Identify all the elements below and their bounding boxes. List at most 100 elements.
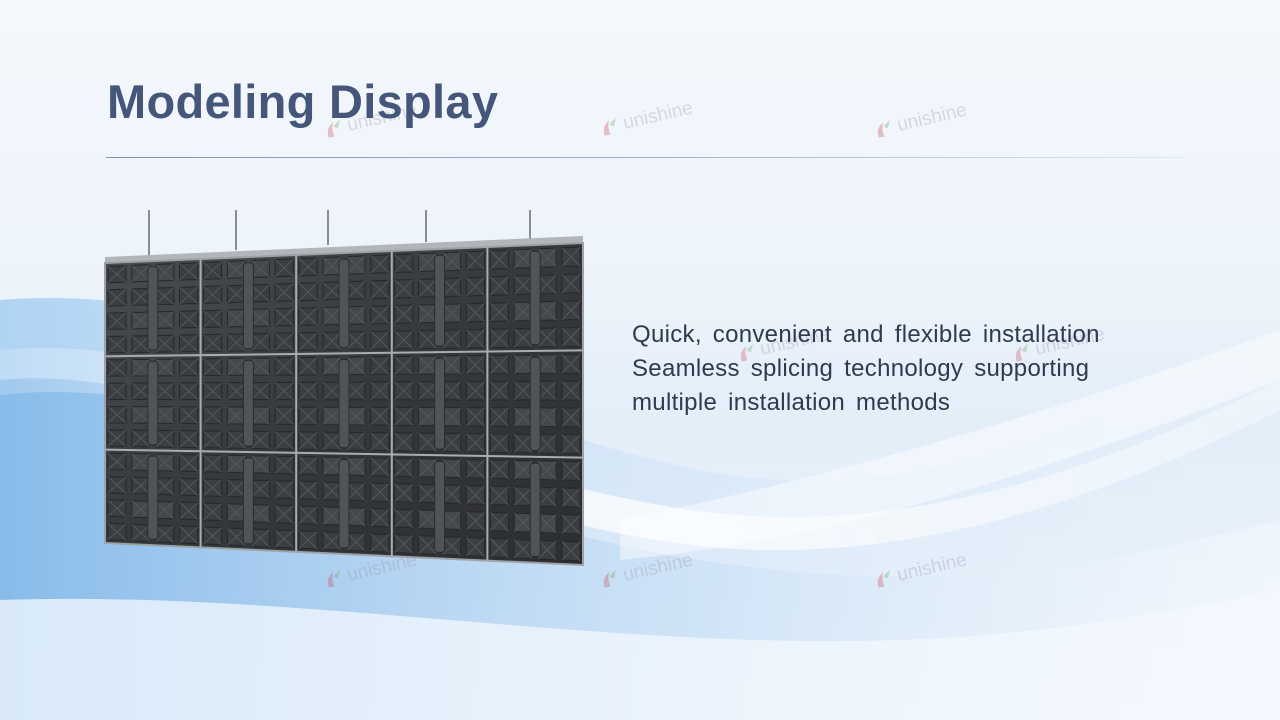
module-rib	[250, 455, 270, 474]
cabinet-handle	[242, 359, 254, 447]
module-rib	[179, 501, 199, 521]
module-rib	[155, 453, 175, 472]
module-rib	[250, 382, 270, 401]
module-rib	[227, 454, 246, 474]
module-rib	[227, 357, 246, 376]
module-rib	[155, 311, 175, 329]
module-rib	[322, 406, 342, 426]
module-rib	[298, 332, 318, 351]
cabinet-seam	[104, 448, 584, 459]
module-rib	[107, 429, 127, 447]
module-rib	[346, 331, 366, 350]
module-rib	[346, 457, 366, 476]
module-rib	[346, 507, 366, 527]
module-rib	[203, 382, 222, 400]
module-rib	[179, 334, 199, 353]
module-rib	[131, 429, 151, 448]
module-rib	[561, 541, 581, 562]
module-rib	[466, 302, 485, 323]
module-rib	[322, 356, 342, 376]
module-rib	[370, 406, 390, 426]
module-rib	[561, 300, 581, 321]
module-rib	[107, 499, 127, 518]
module-rib	[346, 381, 366, 401]
module-rib	[537, 327, 557, 348]
unishine-logo-icon	[327, 569, 340, 588]
module-rib	[394, 483, 414, 503]
module-rib	[561, 380, 581, 401]
module-rib	[131, 406, 151, 424]
module-rib	[250, 528, 270, 548]
module-rib	[442, 251, 461, 272]
module-rib	[489, 249, 509, 270]
module-rib	[227, 309, 246, 328]
unishine-logo-icon	[877, 119, 890, 138]
module-rib	[537, 540, 557, 561]
module-rib	[418, 252, 438, 273]
feature-list: Quick, convenient and flexible installat…	[632, 318, 1232, 420]
module-rib	[179, 358, 199, 377]
module-rib	[322, 381, 342, 401]
module-rib	[513, 381, 533, 401]
module-rib	[250, 308, 270, 327]
module-rib	[370, 508, 390, 528]
module-rib	[346, 532, 366, 552]
module-rib	[274, 307, 294, 327]
module-rib	[298, 307, 318, 326]
module-rib	[466, 407, 485, 427]
module-rib	[513, 460, 533, 480]
module-rib	[418, 329, 438, 349]
module-rib	[442, 536, 461, 556]
module-rib	[179, 406, 199, 424]
module-rib	[131, 453, 151, 471]
module-rib	[489, 276, 509, 296]
module-rib	[370, 457, 390, 477]
module-rib	[274, 505, 294, 524]
module-rib	[250, 406, 270, 425]
cabinet-handle	[529, 250, 541, 346]
module-rib	[227, 503, 246, 522]
module-rib	[155, 524, 175, 543]
module-rib	[418, 381, 438, 401]
module-rib	[274, 480, 294, 499]
module-rib	[107, 265, 127, 284]
module-rib	[298, 505, 318, 525]
unishine-logo-icon	[327, 119, 340, 138]
cabinet-handle	[529, 462, 541, 557]
module-rib	[394, 279, 414, 299]
module-rib	[418, 509, 438, 529]
module-rib	[107, 335, 127, 354]
module-rib	[298, 530, 318, 550]
module-rib	[489, 433, 509, 453]
module-rib	[466, 276, 485, 297]
module-rib	[537, 434, 557, 454]
led-display-panel-image	[104, 210, 584, 567]
module-rib	[442, 407, 461, 427]
module-rib	[203, 526, 222, 546]
unishine-logo-icon	[740, 343, 753, 362]
module-rib	[250, 283, 270, 303]
cabinet-handle	[338, 258, 350, 348]
module-rib	[155, 263, 175, 282]
feature-line-2: Seamless splicing technology supporting	[632, 355, 1090, 382]
hanging-rods	[148, 210, 531, 255]
module-rib	[466, 355, 485, 375]
module-rib	[322, 331, 342, 351]
module-rib	[370, 381, 390, 401]
module-rib	[561, 327, 581, 347]
cabinet-seam	[104, 349, 584, 358]
module-rib	[346, 356, 366, 375]
module-rib	[370, 356, 390, 375]
module-rib	[274, 455, 294, 475]
module-rib	[513, 248, 533, 269]
module-rib	[513, 275, 533, 295]
module-rib	[107, 288, 127, 307]
module-rib	[227, 284, 246, 304]
module-rib	[227, 333, 246, 352]
module-rib	[513, 539, 533, 560]
module-rib	[346, 255, 366, 275]
watermark-unishine-6: unishine	[321, 550, 419, 593]
module-rib	[442, 484, 461, 504]
module-rib	[179, 382, 199, 400]
cabinet-handle	[147, 455, 159, 541]
